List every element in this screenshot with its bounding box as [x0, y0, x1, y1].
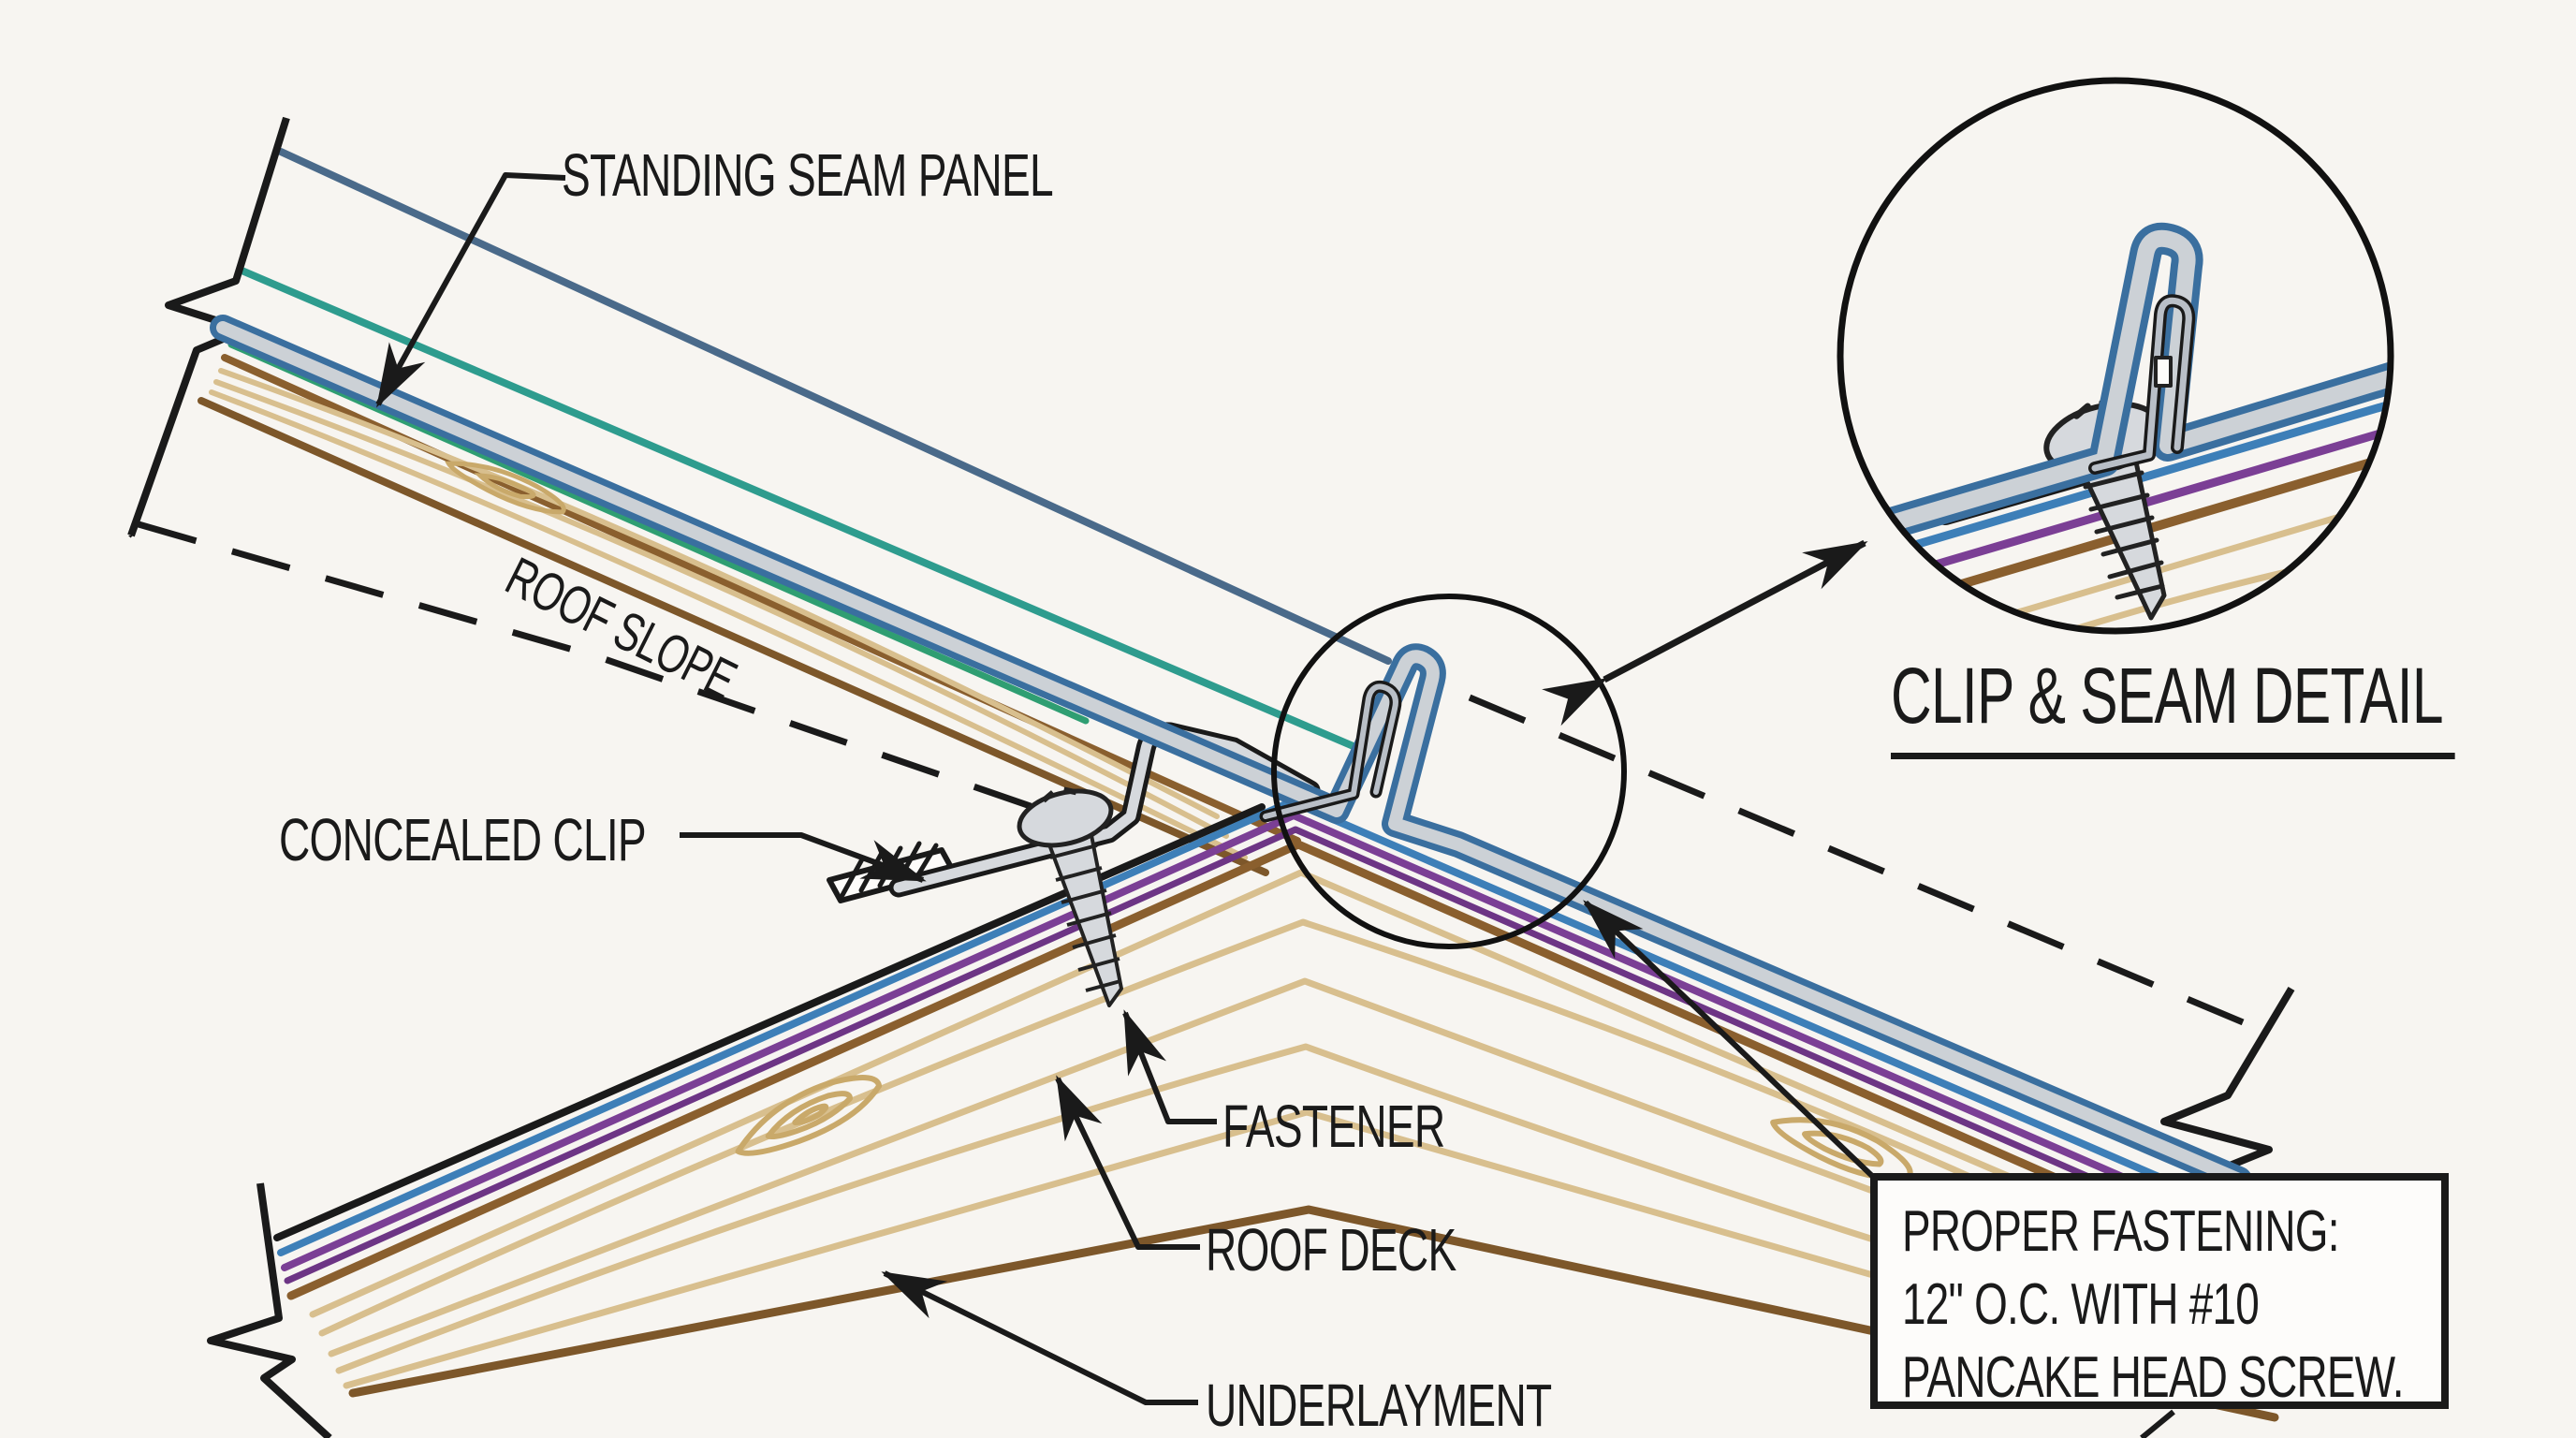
fastening-note-box: PROPER FASTENING: 12" O.C. WITH #10 PANC… — [1870, 1173, 2449, 1410]
deck-grain-knot-left — [735, 1075, 883, 1156]
fastener-leader — [1122, 1009, 1217, 1124]
slope-line-right-segment — [1468, 694, 2267, 1035]
concealed-clip-label: CONCEALED CLIP — [279, 806, 647, 873]
detail-title: CLIP & SEAM DETAIL — [1891, 651, 2455, 759]
detail-link-arrow — [1542, 539, 1868, 726]
screw-threads — [1049, 844, 1121, 992]
detail-view — [1837, 77, 2394, 635]
fastener-label: FASTENER — [1222, 1093, 1445, 1160]
leader-lines — [375, 172, 2175, 1438]
roof-deck-leader — [1055, 1075, 1200, 1250]
standing-seam-panel-label: STANDING SEAM PANEL — [562, 141, 1054, 209]
clip-hook-core — [1263, 683, 1398, 819]
underlayment-leader — [881, 1270, 1198, 1405]
roof-deck-label: ROOF DECK — [1206, 1216, 1456, 1284]
underlayment-label: UNDERLAYMENT — [1206, 1372, 1552, 1438]
note-line-2: 12" O.C. WITH #10 — [1902, 1272, 2260, 1337]
note-line-1: PROPER FASTENING: — [1902, 1199, 2339, 1264]
standing-seam-panel-leader — [375, 172, 566, 408]
break-line-lower-left — [207, 1182, 332, 1438]
detail-circle-outline — [1837, 77, 2394, 635]
standing-seam-profile — [210, 315, 2252, 1193]
detail-clip-tab-core — [2091, 297, 2192, 472]
panel-sheet-core — [216, 321, 2246, 1186]
note-box-leader — [1583, 900, 1875, 1179]
break-line-upper-left — [127, 116, 290, 537]
upper-deck-grain-knot — [445, 461, 566, 515]
note-line-3: PANCAKE HEAD SCREW. — [1902, 1345, 2405, 1410]
detail-clip-slot — [2154, 356, 2173, 388]
pancake-screw — [1017, 786, 1123, 1007]
magnifier-circle — [1271, 594, 1627, 949]
detail-seam-core — [1840, 229, 2391, 550]
note-box-tail — [2140, 1409, 2175, 1438]
concealed-clip-leader — [680, 832, 927, 883]
screw-head — [1017, 786, 1114, 848]
